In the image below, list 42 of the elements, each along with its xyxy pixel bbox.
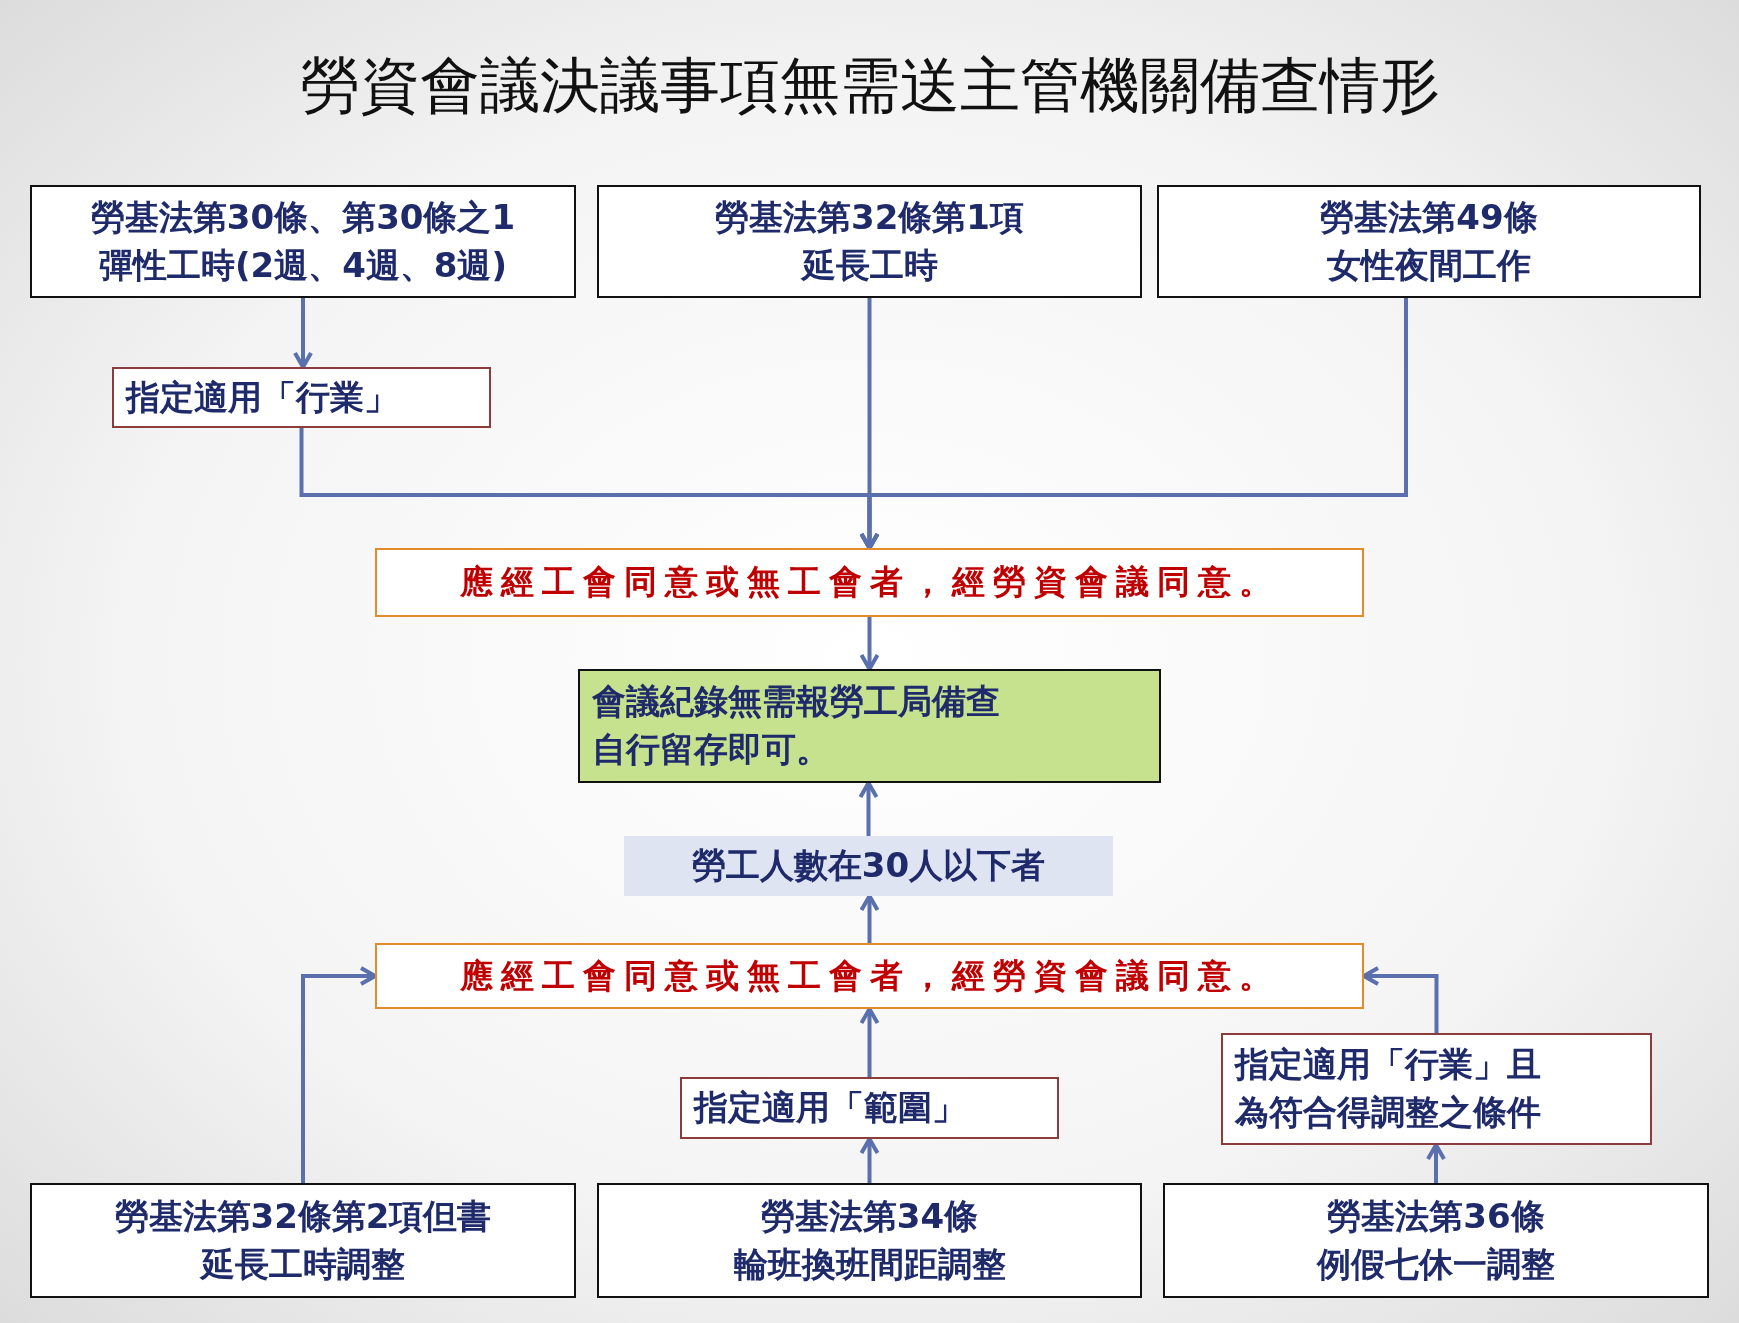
- box-text: 輪班換班間距調整: [733, 1242, 1006, 1286]
- box-text: 延長工時調整: [201, 1242, 405, 1286]
- box-text: 指定適用「行業」: [126, 375, 398, 419]
- arrow: [858, 781, 879, 836]
- law-box: [30, 1183, 576, 1298]
- consent-box: [375, 943, 1364, 1009]
- arrow: [859, 894, 880, 943]
- arrow: [1426, 1143, 1446, 1183]
- law-box: [1163, 1183, 1709, 1298]
- condition-box: [680, 1077, 1059, 1139]
- condition-box: [1221, 1033, 1652, 1145]
- arrow: [859, 298, 1408, 550]
- box-text: 應經工會同意或無工會者，經勞資會議同意。: [459, 561, 1280, 604]
- box-text: 勞工人數在30人以下者: [691, 844, 1046, 888]
- law-box: [30, 185, 576, 298]
- law-box: [597, 1183, 1142, 1298]
- title: 勞資會議決議事項無需送主管機關備查情形: [298, 52, 1441, 118]
- box-text: 勞基法第30條、第30條之1: [90, 195, 516, 239]
- arrow: [859, 1137, 880, 1183]
- box-text: 會議紀錄無需報勞工局備查自行留存即可。: [592, 680, 1001, 771]
- box-text: 勞基法第36條: [1327, 1194, 1545, 1238]
- box-text: 勞基法第32條第2項但書: [114, 1194, 492, 1238]
- condition-label-box: [624, 836, 1113, 896]
- box-text: 例假七休一調整: [1317, 1242, 1555, 1286]
- consent-box: [375, 548, 1364, 617]
- box-text: 女性夜間工作: [1327, 243, 1531, 287]
- box-text: 延長工時: [801, 243, 938, 287]
- box-text: 勞基法第34條: [760, 1194, 979, 1238]
- law-box: [1157, 185, 1701, 298]
- law-box: [597, 185, 1142, 298]
- arrow: [859, 617, 880, 671]
- arrow: [293, 298, 313, 369]
- result-box: [578, 669, 1161, 783]
- arrow: [859, 1007, 880, 1077]
- box-text: 指定適用「行業」且為符合得調整之條件: [1235, 1043, 1542, 1134]
- condition-box: [112, 367, 491, 428]
- box-text: 彈性工時(2週、4週、8週): [98, 243, 508, 287]
- arrow: [301, 966, 377, 1183]
- box-text: 應經工會同意或無工會者，經勞資會議同意。: [459, 954, 1280, 997]
- box-text: 勞基法第32條第1項: [715, 195, 1024, 239]
- box-text: 勞基法第49條: [1320, 195, 1538, 239]
- box-text: 指定適用「範圍」: [694, 1086, 966, 1130]
